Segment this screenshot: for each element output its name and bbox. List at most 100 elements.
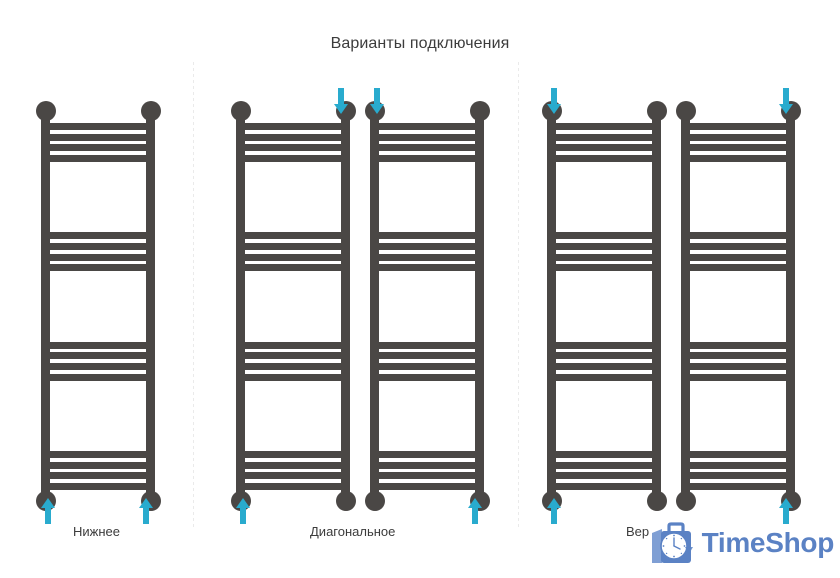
arrow-shaft (374, 88, 380, 105)
radiator-rung (242, 154, 344, 162)
radiator-rung (553, 133, 655, 141)
radiator-rung (242, 144, 344, 152)
radiator-rung (553, 461, 655, 469)
arrow-outlet-bottom-right-second (468, 498, 482, 524)
radiator-rung (553, 154, 655, 162)
arrow-shaft (143, 507, 149, 524)
briefcase-clock-icon (649, 521, 697, 565)
radiator-rung (47, 363, 149, 370)
radiator-rung (376, 483, 478, 490)
radiator-rung (553, 253, 655, 261)
radiator-rung (47, 341, 149, 349)
radiator-rung (376, 461, 478, 469)
radiator-knob-top-left (230, 101, 251, 121)
arrow-inlet-top-right-second (779, 88, 793, 114)
radiator-knob-top-left (675, 101, 696, 121)
radiator (675, 101, 801, 511)
arrow-head-icon (547, 104, 561, 114)
radiator-rung (242, 472, 344, 480)
radiator-rung (687, 373, 789, 381)
radiator-rung (242, 264, 344, 272)
radiator-rung (687, 144, 789, 152)
radiator-rail-left (547, 110, 556, 502)
caption-bottom-connection: Нижнее (73, 524, 120, 539)
radiator-rung (376, 451, 478, 459)
radiator-rung (687, 123, 789, 130)
arrow-shaft (45, 507, 51, 524)
radiator-rung (376, 352, 478, 360)
radiator-rung (47, 461, 149, 469)
radiator-rung (47, 472, 149, 480)
radiator-rung (553, 472, 655, 480)
radiator-rung (553, 341, 655, 349)
arrow-shaft (551, 507, 557, 524)
panel-divider-2 (518, 62, 519, 527)
panel-bottom-connection: Нижнее (0, 0, 193, 578)
logo-wordmark: TimeShop (701, 527, 835, 558)
radiator-rung (376, 243, 478, 250)
radiator-rail-left (370, 110, 379, 502)
radiator-rung (47, 154, 149, 162)
radiator-rung (553, 264, 655, 272)
radiator-rung (376, 133, 478, 141)
radiator-rung (47, 373, 149, 381)
arrow-outlet-bottom-left-first (236, 498, 250, 524)
radiator-rail-right (786, 110, 795, 502)
arrow-inlet-top-left-second (370, 88, 384, 114)
radiator-rung (553, 123, 655, 130)
radiator (364, 101, 490, 511)
radiator-rung (47, 144, 149, 152)
radiator-rail-right (652, 110, 661, 502)
radiator-rung (47, 264, 149, 272)
radiator-rung (242, 461, 344, 469)
radiator-rung (376, 154, 478, 162)
radiator-knob-bottom-right (646, 491, 667, 511)
radiator-rung (687, 352, 789, 360)
radiator (230, 101, 356, 511)
arrow-inlet-top-left-first (547, 88, 561, 114)
radiator-rung (687, 451, 789, 459)
timeshop-logo[interactable]: TimeShop (649, 516, 834, 570)
panel-top-connection: Вер (518, 0, 840, 578)
radiator-rung (242, 352, 344, 360)
radiator-knob-bottom-left (675, 491, 696, 511)
radiator-rung (687, 341, 789, 349)
radiator-rung (47, 123, 149, 130)
radiator-rung (687, 133, 789, 141)
radiator-rung (242, 451, 344, 459)
radiator-knob-top-right (140, 101, 161, 121)
radiator-rung (553, 483, 655, 490)
arrow-head-icon (41, 498, 55, 508)
radiator-rail-right (341, 110, 350, 502)
radiator-rung (242, 253, 344, 261)
radiator-rung (687, 483, 789, 490)
radiator-rung (376, 123, 478, 130)
arrow-head-icon (370, 104, 384, 114)
arrow-outlet-bottom-right-second (779, 498, 793, 524)
radiator-rung (553, 144, 655, 152)
arrow-head-icon (334, 104, 348, 114)
arrow-shaft (338, 88, 344, 105)
radiator-rail-left (41, 110, 50, 502)
caption-top-connection: Вер (626, 524, 650, 539)
radiator-rail-right (146, 110, 155, 502)
caption-diagonal-connection: Диагональное (310, 524, 396, 539)
radiator-rung (376, 472, 478, 480)
radiator-rung (242, 123, 344, 130)
arrow-head-icon (779, 498, 793, 508)
radiator-rung (47, 451, 149, 459)
radiator-rung (242, 483, 344, 490)
panel-divider-1 (193, 62, 194, 527)
radiator-rung (687, 461, 789, 469)
radiator-knob-bottom-right (335, 491, 356, 511)
radiator-rung (553, 373, 655, 381)
radiator-rail-right (475, 110, 484, 502)
arrow-head-icon (468, 498, 482, 508)
radiator-rung (242, 341, 344, 349)
radiator-rung (47, 232, 149, 240)
radiator-rung (376, 253, 478, 261)
radiator-rung (47, 352, 149, 360)
radiator-rung (376, 144, 478, 152)
radiator-knob-top-right (646, 101, 667, 121)
